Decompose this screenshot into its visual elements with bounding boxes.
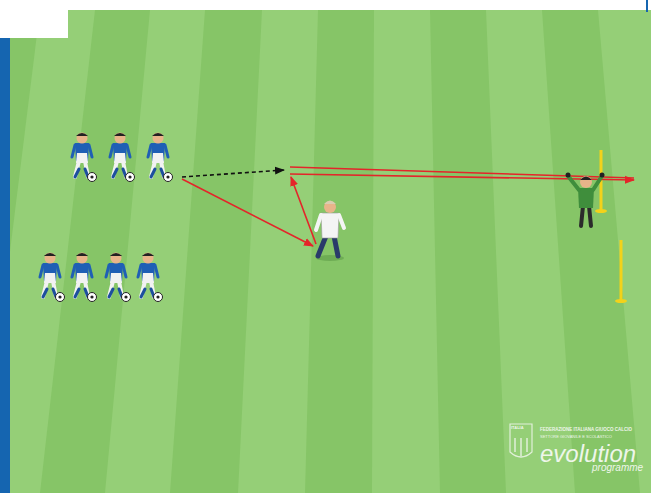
- player-group: [40, 253, 163, 302]
- player-figure: [72, 133, 97, 182]
- federation-sector: SETTORE GIOVANILE E SCOLASTICO: [540, 435, 612, 439]
- pole: [615, 240, 627, 303]
- top-margin: [0, 0, 651, 10]
- player-figure: [110, 133, 135, 182]
- federation-name: FEDERAZIONE ITALIANA GIUOCO CALCIO: [540, 428, 632, 433]
- movement-arrows: [182, 167, 634, 246]
- brand-subtitle: programme: [592, 463, 643, 473]
- federation-shield: [510, 424, 532, 457]
- logo-text: ITALIA: [511, 426, 524, 430]
- player-figure: [106, 253, 131, 302]
- player-figure: [138, 253, 163, 302]
- player-figure: [148, 133, 173, 182]
- goalkeeper-figure: [566, 173, 605, 227]
- player-group: [72, 133, 173, 182]
- player-figure: [72, 253, 97, 302]
- pitch-stripes: [0, 10, 651, 493]
- coach-figure: [316, 201, 344, 262]
- pitch: [0, 10, 651, 493]
- side-bar: [0, 38, 10, 493]
- corner-panel: [0, 0, 68, 38]
- player-figure: [40, 253, 65, 302]
- corner-tick: [646, 0, 648, 12]
